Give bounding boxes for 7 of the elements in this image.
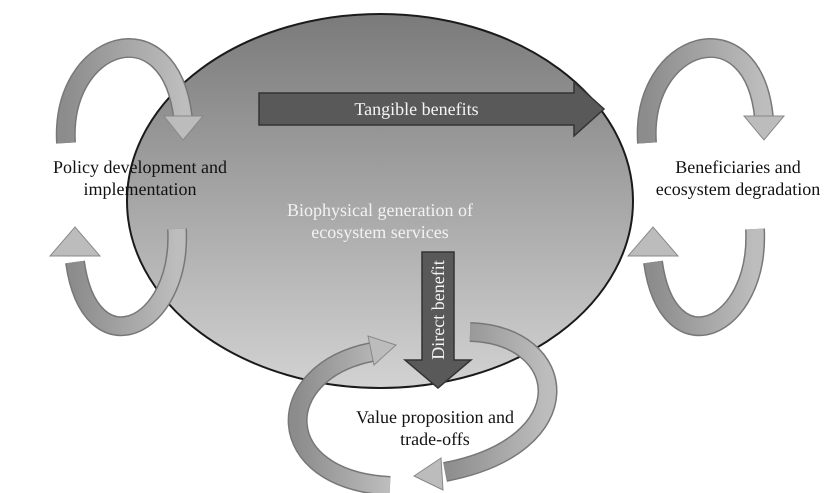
stage-label: Value proposition and trade-offs [355, 406, 515, 450]
block-arrow [405, 252, 471, 388]
ellipse-label: Biophysical generation of ecosystem services [286, 199, 474, 243]
arrow-label: Tangible benefits [353, 98, 480, 120]
block-arrow [259, 82, 604, 136]
arrow-label: Direct benefit [427, 259, 449, 362]
stage-label: Beneficiaries and ecosystem degradation [654, 156, 822, 200]
